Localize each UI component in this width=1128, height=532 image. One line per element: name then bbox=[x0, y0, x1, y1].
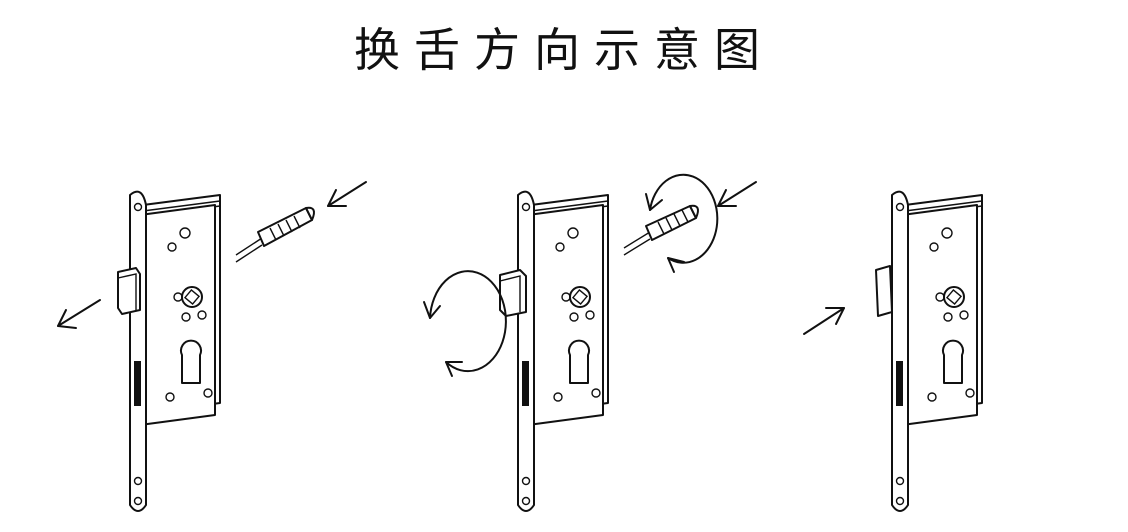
screwdriver-icon bbox=[257, 206, 315, 247]
rotate-arrow-icon bbox=[429, 270, 507, 373]
latch-bolt bbox=[117, 267, 141, 315]
rotate-arrow-icon bbox=[649, 173, 719, 264]
figure-2-rotate bbox=[423, 173, 757, 512]
figure-1-pull-out bbox=[57, 181, 367, 512]
screwdriver-icon bbox=[645, 204, 699, 241]
arrow-out-icon bbox=[57, 299, 101, 327]
arrow-in-icon bbox=[327, 181, 367, 207]
figure-3-push-in bbox=[803, 190, 983, 512]
arrow-push-icon bbox=[803, 307, 845, 335]
page-title: 换舌方向示意图 bbox=[354, 23, 774, 77]
arrow-in-icon bbox=[717, 181, 757, 207]
latch-bolt bbox=[875, 265, 893, 317]
